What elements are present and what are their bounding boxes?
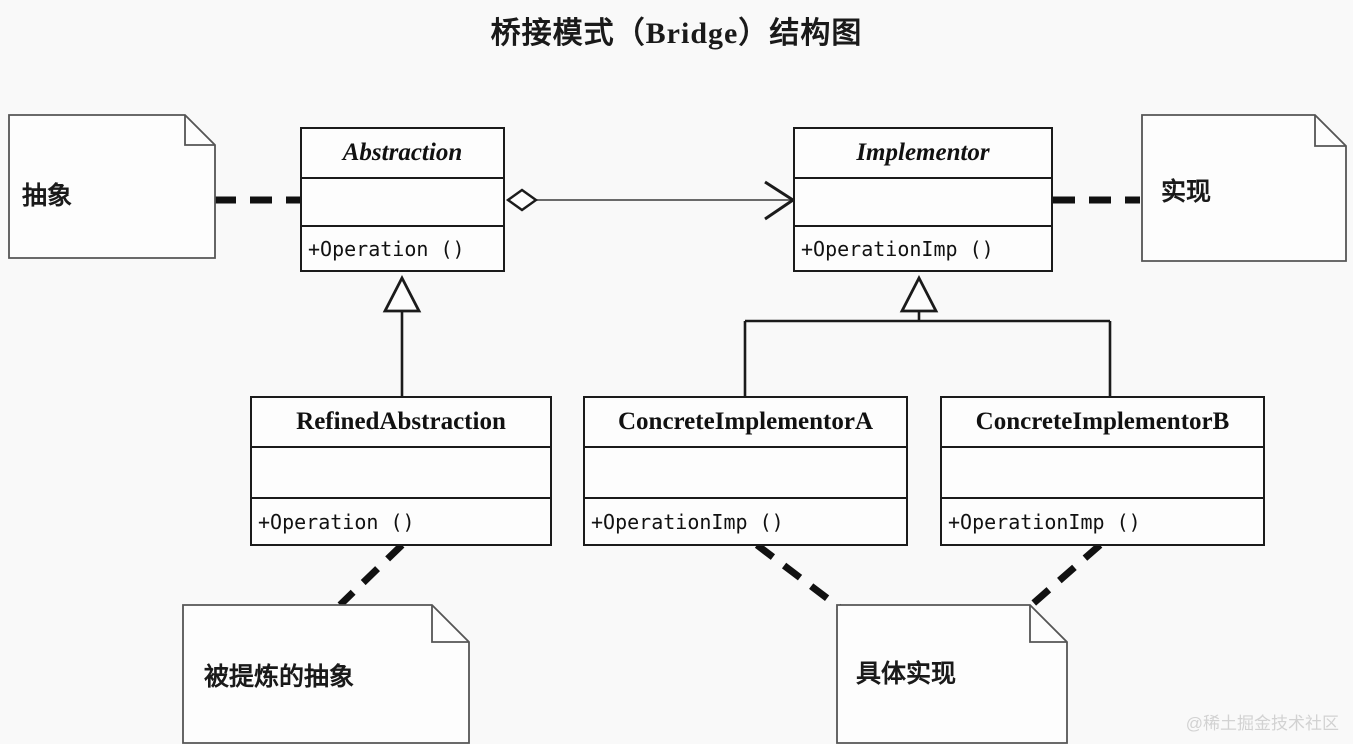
class-operations-abstraction: +Operation () <box>308 236 465 261</box>
edge-abstraction-to-implementor <box>505 180 796 221</box>
note-shape-concrete-implementor <box>836 604 1068 744</box>
watermark: @稀土掘金技术社区 <box>1185 714 1339 733</box>
class-operations-implementor: +OperationImp () <box>801 236 994 261</box>
class-name-concrete-implementor-b: ConcreteImplementorB <box>942 398 1263 448</box>
class-operations-concrete-implementor-b: +OperationImp () <box>948 509 1141 534</box>
class-attributes-concrete-implementor-b <box>942 448 1263 499</box>
note-label-abstraction: 抽象 <box>22 182 73 210</box>
note-anchor-concrete-b <box>1025 542 1103 611</box>
class-box-concrete-implementor-b[interactable]: ConcreteImplementorB +OperationImp () <box>940 396 1265 546</box>
class-box-concrete-implementor-a[interactable]: ConcreteImplementorA +OperationImp () <box>583 396 908 546</box>
note-abstraction[interactable]: 抽象 <box>8 114 216 259</box>
note-anchor-refined-abstraction <box>337 542 405 608</box>
page-title: 桥接模式（Bridge）结构图 <box>490 17 863 50</box>
note-shape-refined-abstraction <box>182 604 470 744</box>
class-name-concrete-implementor-a: ConcreteImplementorA <box>585 398 906 448</box>
note-label-implementor: 实现 <box>1161 178 1212 206</box>
class-attributes-abstraction <box>302 179 503 227</box>
class-name-refined-abstraction: RefinedAbstraction <box>252 398 550 448</box>
class-box-implementor[interactable]: Implementor +OperationImp () <box>793 127 1053 272</box>
note-implementor[interactable]: 实现 <box>1141 114 1347 262</box>
note-concrete-implementor[interactable]: 具体实现 <box>836 604 1068 744</box>
note-shape-abstraction <box>8 114 216 259</box>
class-attributes-refined-abstraction <box>252 448 550 499</box>
edge-concrete-implementors-to-implementor <box>743 274 1112 396</box>
class-attributes-implementor <box>795 179 1051 227</box>
note-shape-implementor <box>1141 114 1347 262</box>
class-operations-refined-abstraction: +Operation () <box>258 509 415 534</box>
edge-refined-to-abstraction <box>382 274 422 396</box>
class-name-implementor: Implementor <box>795 129 1051 179</box>
note-refined-abstraction[interactable]: 被提炼的抽象 <box>182 604 470 744</box>
note-anchor-concrete-a <box>754 542 843 611</box>
class-attributes-concrete-implementor-a <box>585 448 906 499</box>
class-box-refined-abstraction[interactable]: RefinedAbstraction +Operation () <box>250 396 552 546</box>
class-operations-concrete-implementor-a: +OperationImp () <box>591 509 784 534</box>
note-label-concrete-implementor: 具体实现 <box>856 660 957 688</box>
note-label-refined-abstraction: 被提炼的抽象 <box>204 663 355 691</box>
class-box-abstraction[interactable]: Abstraction +Operation () <box>300 127 505 272</box>
class-name-abstraction: Abstraction <box>302 129 503 179</box>
